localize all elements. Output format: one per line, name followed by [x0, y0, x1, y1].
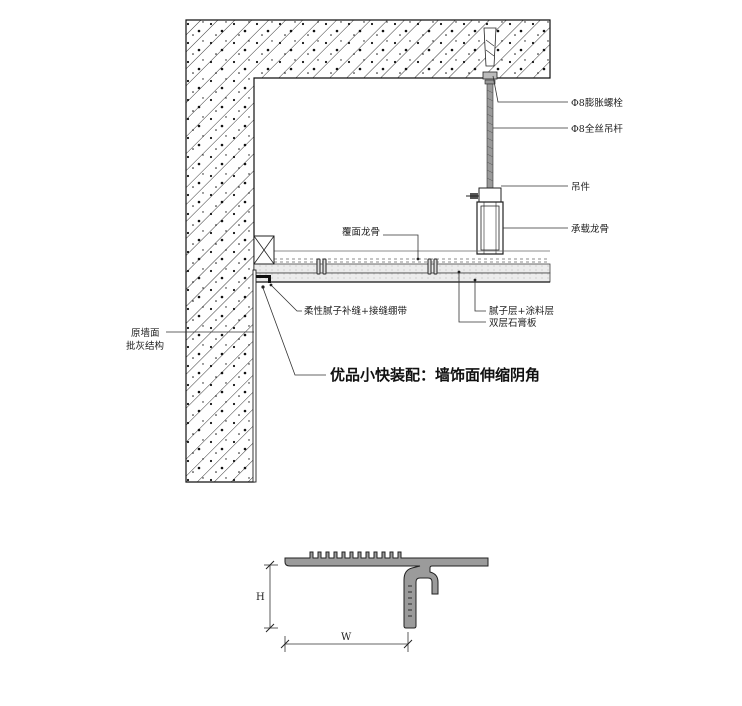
label-flexible-putty: 柔性腻子补缝+接缝绷带 [304, 305, 407, 317]
label-expansion-bolt: Φ8膨胀螺栓 [571, 97, 623, 109]
corner-trim-section [252, 269, 271, 483]
label-threaded-rod: Φ8全丝吊杆 [571, 123, 623, 135]
label-hanger: 吊件 [571, 181, 591, 193]
dimension-label-w: W [341, 632, 352, 643]
label-original-wall: 原墙面 [131, 327, 160, 339]
leader-lines [166, 75, 568, 376]
dimension-label-h: H [256, 592, 265, 603]
diagram-title: 优品小快装配：墙饰面伸缩阴角 [330, 366, 540, 384]
label-main-keel: 承载龙骨 [571, 223, 609, 235]
dimension-w [280, 632, 413, 652]
hanger-and-keel [466, 187, 504, 255]
label-double-gypsum: 双层石膏板 [489, 317, 537, 329]
corner-wood-block [253, 235, 275, 265]
label-cover-keel: 覆面龙骨 [342, 226, 380, 238]
double-gypsum-board [253, 258, 551, 283]
label-plaster-structure: 批灰结构 [126, 340, 164, 352]
profile-cross-section [284, 551, 489, 629]
concrete-structure [185, 19, 551, 483]
label-putty-coating: 腻子层+涂料层 [489, 305, 554, 317]
cover-keel [274, 250, 550, 263]
expansion-bolt-and-rod [482, 27, 498, 191]
dimension-h [264, 560, 278, 633]
